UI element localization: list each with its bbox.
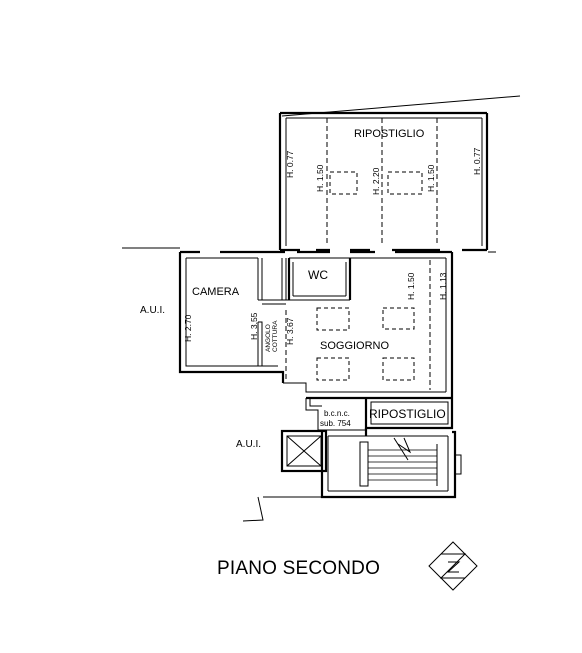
label-cottura: COTTURA [272,320,279,352]
height-soggiorno-1: H. 1.50 [406,272,416,300]
floor-title: PIANO SECONDO [217,558,380,579]
room-label-soggiorno: SOGGIORNO [320,340,390,352]
height-soggiorno-2: H. 1.13 [438,272,448,300]
height-cottura: H. 3.67 [285,317,295,345]
main-apartment [178,250,454,400]
height-top-right: H. 0.77 [472,147,482,175]
room-label-wc: WC [308,268,328,282]
room-label-ripostiglio-top: RIPOSTIGLIO [354,128,425,140]
label-aui-left: A.U.I. [140,305,165,316]
height-labels: H. 0.77 H. 1.50 H. 2.20 H. 1.50 H. 0.77 … [183,147,482,345]
room-label-ripostiglio-small: RIPOSTIGLIO [369,407,446,421]
height-camera: H. 2.70 [183,314,193,342]
height-top-mid3: H. 1.50 [426,164,436,192]
room-label-camera: CAMERA [192,286,240,298]
label-angolo: ANGOLO [265,324,272,352]
north-arrow-icon [428,541,478,591]
upper-storage-room [278,111,489,252]
label-aui-stairs: A.U.I. [236,439,261,450]
label-bcnc: b.c.n.c. [324,409,350,418]
stairwell [320,428,462,499]
height-top-mid1: H. 1.50 [315,164,325,192]
height-top-left: H. 0.77 [285,150,295,178]
label-sub: sub. 754 [320,419,351,428]
room-labels: RIPOSTIGLIO CAMERA WC SOGGIORNO RIPOSTIG… [140,128,446,450]
height-corridor: H. 3.55 [249,312,259,340]
floor-title-group: PIANO SECONDO [217,541,478,591]
shaft-box [280,429,328,473]
height-top-mid2: H. 2.20 [371,167,381,195]
